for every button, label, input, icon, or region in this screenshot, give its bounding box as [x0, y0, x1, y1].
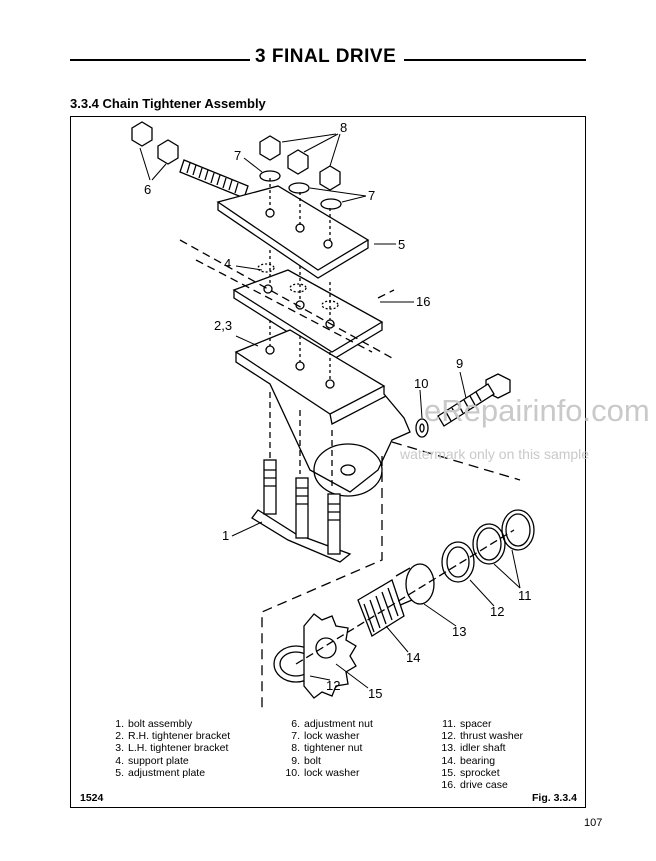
header-rule-left: [70, 59, 250, 61]
legend-item: 1.bolt assembly: [115, 718, 193, 730]
tightener-bracket-part: [234, 320, 411, 497]
drawing-code: 1524: [80, 792, 104, 804]
spacer-part: [472, 509, 535, 565]
leader-lines: [139, 133, 521, 689]
threaded-rod-part: [179, 159, 249, 199]
legend-item: 12.thrust washer: [441, 730, 524, 743]
legend-item: 14.bearing: [441, 754, 496, 767]
callout-12-lower: 12: [326, 678, 340, 693]
legend-item: 3.L.H. tightener bracket: [115, 742, 229, 755]
legend-item: 5.adjustment plate: [115, 766, 206, 779]
callout-11: 11: [518, 588, 532, 603]
watermark-sub: watermark only on this sample: [400, 446, 590, 462]
callout-12-upper: 12: [490, 604, 504, 619]
chapter-title: 3 FINAL DRIVE: [255, 46, 397, 67]
figure-frame: [70, 116, 586, 808]
legend-item: 2.R.H. tightener bracket: [115, 730, 231, 743]
section-title: 3.3.4 Chain Tightener Assembly: [70, 96, 266, 111]
legend-item: 10.lock washer: [285, 766, 360, 779]
header-rule-right: [404, 59, 586, 61]
legend-item: 4.support plate: [115, 754, 189, 767]
callout-16: 16: [416, 294, 430, 309]
legend-item: 13.idler shaft: [441, 742, 506, 755]
legend-col-1: 1.bolt assembly 2.R.H. tightener bracket…: [106, 718, 230, 779]
figure-label: Fig. 3.3.4: [532, 792, 577, 804]
callout-14: 14: [406, 650, 420, 665]
legend-col-3: 11.spacer 12.thrust washer 13.idler shaf…: [438, 718, 523, 791]
page-number: 107: [584, 817, 603, 829]
legend-item: 16.drive case: [441, 779, 508, 792]
drive-case-outline: [179, 239, 395, 359]
callout-8: 8: [340, 120, 347, 135]
legend-item: 11.spacer: [442, 718, 492, 730]
bolt-part: [437, 373, 511, 427]
legend-item: 8.tightener nut: [291, 742, 363, 755]
callout-7-upper: 7: [234, 148, 241, 163]
lock-washer-part: [259, 170, 342, 210]
lock-washer-10-part: [415, 418, 429, 438]
legend-item: 9.bolt: [291, 754, 321, 767]
legend-item: 6.adjustment nut: [291, 718, 373, 730]
idler-shaft-part: [395, 563, 435, 607]
shaft-boundary: [261, 441, 521, 710]
bolt-assembly-part: [251, 392, 352, 563]
watermark-main: eRepairinfo.com: [424, 393, 650, 428]
callout-4: 4: [224, 256, 231, 271]
tightener-nut-part: [259, 135, 341, 191]
callout-6: 6: [144, 182, 151, 197]
callout-13: 13: [452, 624, 466, 639]
legend-col-2: 6.adjustment nut 7.lock washer 8.tighten…: [282, 718, 373, 779]
bearing-part: [357, 579, 405, 637]
adjustment-plate-part: [216, 178, 370, 279]
legend-item: 15.sprocket: [441, 766, 500, 779]
callout-9: 9: [456, 356, 463, 371]
callout-7-lower: 7: [368, 188, 375, 203]
callout-5: 5: [398, 237, 405, 252]
callout-15: 15: [368, 686, 382, 701]
legend-item: 7.lock washer: [291, 730, 360, 743]
adjustment-nut-part: [131, 121, 179, 165]
callout-2-3: 2,3: [214, 318, 232, 333]
callout-10: 10: [414, 376, 428, 391]
callout-1: 1: [222, 528, 229, 543]
